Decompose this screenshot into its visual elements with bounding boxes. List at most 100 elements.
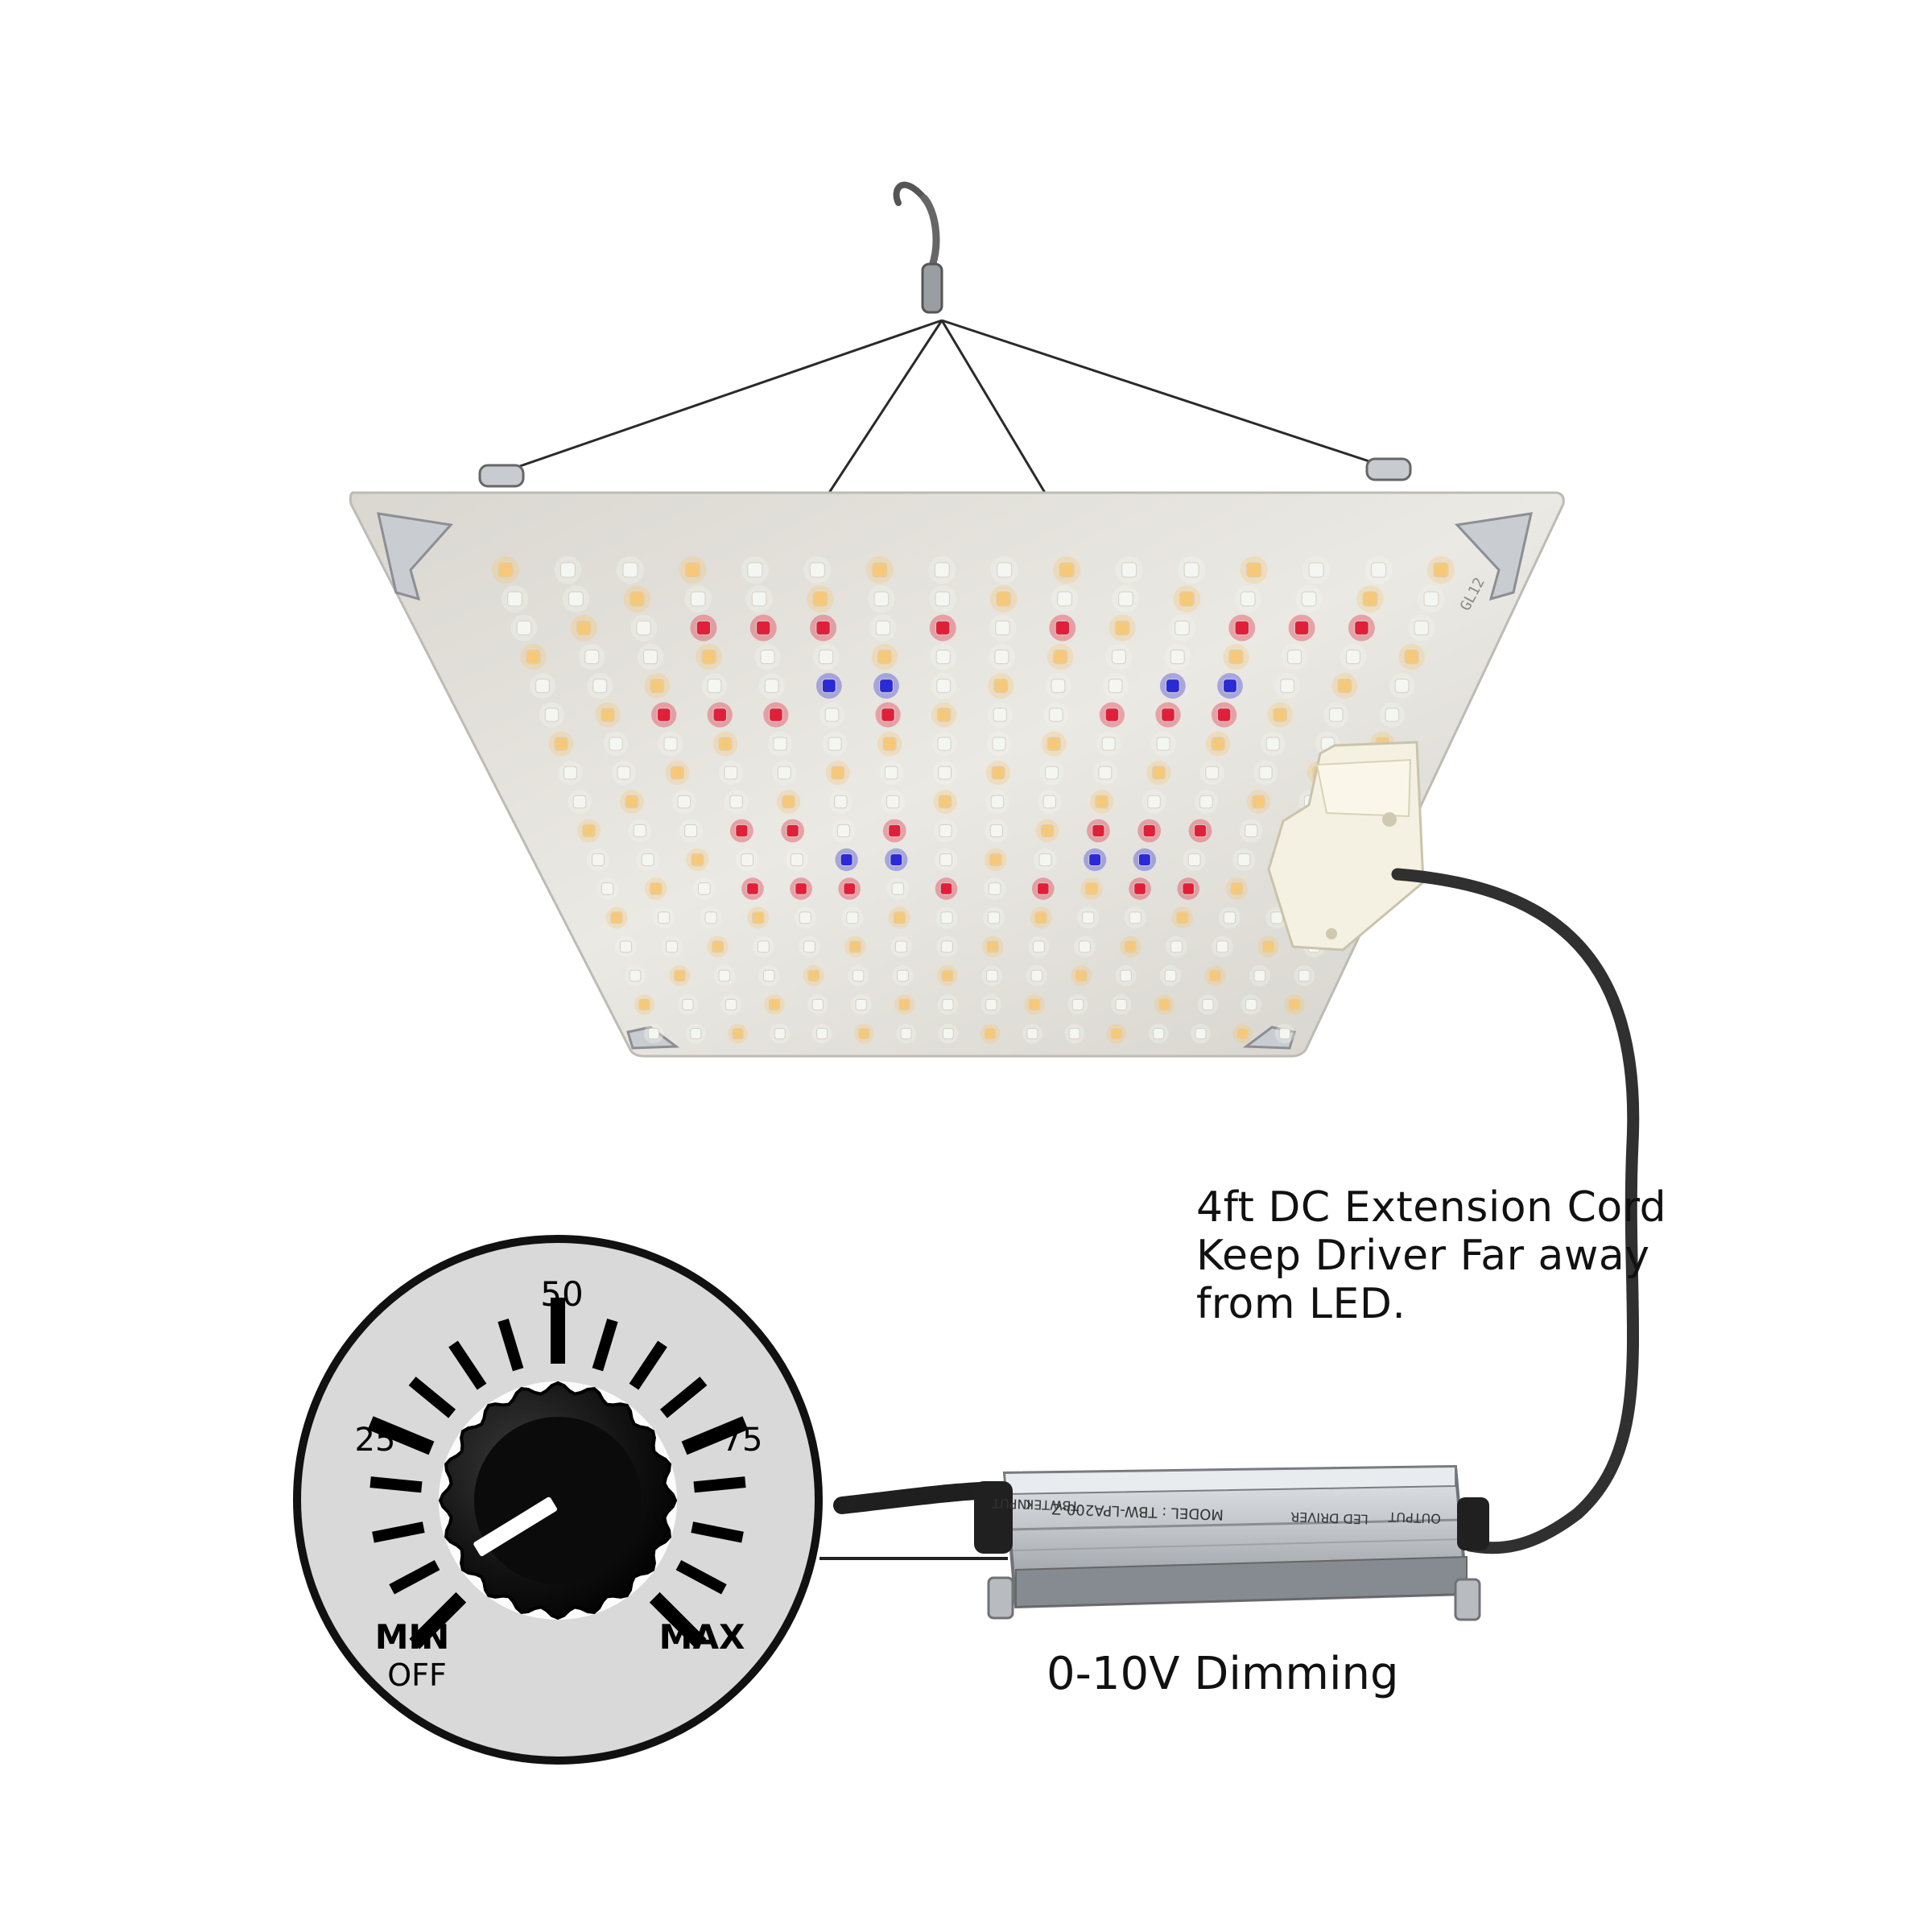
dial-tick bbox=[681, 1416, 749, 1455]
led-chip bbox=[1032, 940, 1045, 953]
led-chip bbox=[629, 969, 642, 982]
led-chip bbox=[1414, 620, 1429, 636]
led-chip bbox=[526, 649, 541, 665]
led-chip bbox=[986, 969, 998, 982]
led-chip bbox=[751, 591, 767, 607]
led-chip bbox=[987, 911, 1001, 924]
driver-type-text: LED DRIVER bbox=[1290, 1509, 1368, 1527]
callout-line: 4ft DC Extension Cord bbox=[1196, 1183, 1667, 1232]
callout-line: Keep Driver Far away bbox=[1196, 1232, 1650, 1280]
led-chip bbox=[882, 737, 897, 751]
led-chip bbox=[568, 591, 584, 607]
led-chip bbox=[1041, 824, 1055, 838]
led-chip bbox=[1223, 911, 1236, 924]
dial-tick bbox=[448, 1340, 487, 1390]
led-chip bbox=[1101, 737, 1116, 751]
led-chip bbox=[1294, 620, 1310, 636]
led-chip bbox=[991, 766, 1005, 780]
led-chip bbox=[1133, 882, 1146, 895]
dial-label-max: MAX bbox=[659, 1617, 745, 1657]
led-chip bbox=[1265, 737, 1280, 751]
led-chip bbox=[762, 969, 775, 982]
led-chip bbox=[1034, 911, 1047, 924]
callout-line: from LED. bbox=[1196, 1280, 1406, 1328]
led-chip bbox=[1088, 853, 1102, 866]
led-chip bbox=[1121, 562, 1137, 578]
led-chip bbox=[620, 940, 632, 953]
led-chip bbox=[752, 911, 765, 924]
led-chip bbox=[1337, 679, 1352, 693]
led-chip bbox=[1223, 679, 1237, 693]
led-chip bbox=[756, 620, 771, 636]
led-chip bbox=[670, 766, 684, 780]
led-chip bbox=[1433, 562, 1449, 578]
dial-knob[interactable] bbox=[438, 1381, 678, 1620]
led-chip bbox=[1253, 969, 1266, 982]
led-chip bbox=[1078, 940, 1091, 953]
led-chip bbox=[1095, 795, 1108, 809]
led-chip bbox=[985, 1028, 997, 1039]
corner-bracket bbox=[1454, 512, 1533, 601]
hanging-wires bbox=[498, 319, 1387, 493]
led-chip bbox=[986, 940, 999, 953]
led-chip bbox=[698, 882, 711, 895]
led-chip bbox=[1111, 649, 1126, 665]
led-chip bbox=[1042, 795, 1057, 809]
led-chip bbox=[725, 998, 737, 1011]
led-chip bbox=[873, 591, 890, 607]
led-chip bbox=[1240, 591, 1256, 607]
led-chip bbox=[707, 679, 722, 693]
led-chip bbox=[516, 620, 532, 636]
led-chip bbox=[1345, 649, 1360, 665]
led-chip bbox=[718, 969, 731, 982]
dimming-dial: 50 25 75 MIN OFF MAX bbox=[293, 1235, 823, 1765]
knob-pointer bbox=[473, 1496, 557, 1557]
led-chip bbox=[940, 911, 953, 924]
led-chip bbox=[1124, 940, 1137, 953]
led-chip bbox=[894, 940, 907, 953]
led-chip bbox=[855, 998, 867, 1011]
led-chip bbox=[939, 824, 952, 838]
led-chip bbox=[1252, 795, 1265, 809]
led-chip bbox=[1183, 562, 1199, 578]
led-chip bbox=[898, 998, 910, 1011]
led-chip bbox=[648, 1028, 659, 1039]
led-chip bbox=[1046, 737, 1061, 751]
dial-tick bbox=[675, 1559, 727, 1595]
led-chip bbox=[1115, 998, 1127, 1011]
led-chip bbox=[836, 824, 851, 838]
led-chip bbox=[610, 911, 623, 924]
led-chip bbox=[576, 620, 592, 636]
dial-tick bbox=[369, 1476, 423, 1493]
led-chip bbox=[564, 766, 577, 780]
led-chip bbox=[1170, 940, 1183, 953]
led-chip bbox=[940, 940, 953, 953]
led-chip bbox=[828, 737, 842, 751]
dial-label-50: 50 bbox=[540, 1274, 583, 1314]
led-chip bbox=[1258, 766, 1273, 780]
led-chip bbox=[1245, 824, 1258, 838]
led-chip bbox=[897, 969, 909, 982]
led-chip bbox=[735, 824, 749, 838]
led-chip bbox=[858, 1028, 870, 1039]
led-chip bbox=[1156, 737, 1170, 751]
led-chip bbox=[893, 911, 906, 924]
led-chip bbox=[990, 795, 1005, 809]
led-array bbox=[491, 555, 1455, 1044]
driver-output-text: OUTPUT bbox=[1388, 1509, 1441, 1526]
led-chip bbox=[1288, 998, 1301, 1011]
led-chip bbox=[1298, 969, 1311, 982]
led-chip bbox=[1164, 969, 1177, 982]
led-chip bbox=[891, 882, 905, 895]
led-chip bbox=[592, 679, 608, 693]
led-chip bbox=[1059, 562, 1075, 578]
dial-tick bbox=[693, 1476, 746, 1493]
led-chip bbox=[997, 562, 1013, 578]
led-chip bbox=[872, 562, 888, 578]
led-chip bbox=[888, 824, 902, 838]
led-chip bbox=[638, 998, 650, 1011]
dial-tick bbox=[497, 1319, 524, 1372]
led-chip bbox=[942, 998, 954, 1011]
led-chip bbox=[773, 737, 787, 751]
led-chip bbox=[1120, 969, 1132, 982]
